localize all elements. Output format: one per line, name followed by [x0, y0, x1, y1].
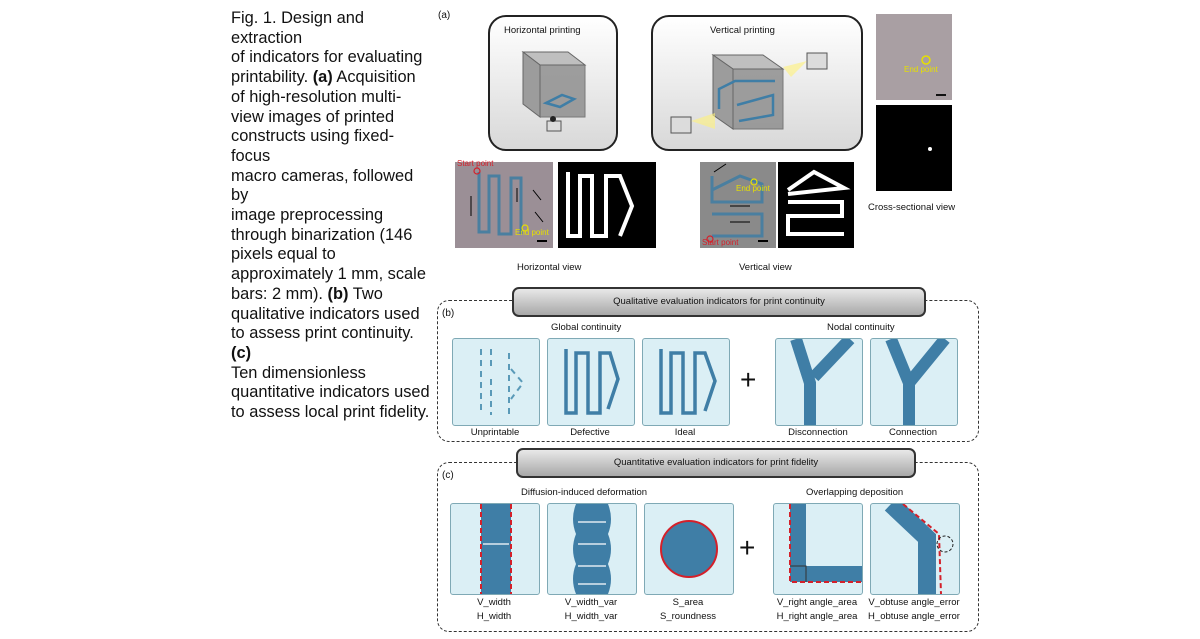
label-h-width: H_width: [476, 611, 512, 622]
horizontal-printer-illustration: Horizontal printing: [488, 15, 618, 151]
vertical-view-label: Vertical view: [739, 262, 792, 273]
horizontal-printer-cube: [521, 50, 587, 132]
label-defective: Defective: [570, 427, 610, 438]
label-s-area: S_area: [672, 597, 704, 608]
vertical-view-photo: End point Start point: [700, 162, 776, 248]
panel-c-title: Quantitative evaluation indicators for p…: [516, 448, 916, 478]
cross-section-photo: End point: [876, 14, 952, 100]
tile-obtuse-angle: [870, 503, 960, 595]
end-point-label-horizontal: End point: [515, 228, 549, 237]
tile-defective: [547, 338, 635, 426]
label-h-width-var: H_width_var: [564, 611, 618, 622]
label-ideal: Ideal: [674, 427, 696, 438]
vertical-printer-cube: [670, 52, 828, 134]
figure-panels: (a) Horizontal printing Vertical printin…: [430, 0, 990, 639]
vertical-printer-illustration: Vertical printing: [651, 15, 863, 151]
label-h-obtuse-angle: H_obtuse angle_error: [868, 611, 960, 622]
horizontal-view-binary: [558, 162, 656, 248]
overlapping-deposition-label: Overlapping deposition: [806, 487, 904, 498]
end-point-label-cross: End point: [904, 65, 938, 74]
plus-sign-c: +: [739, 532, 756, 563]
tile-connection: [870, 338, 958, 426]
panel-c-letter: (c): [442, 470, 454, 481]
global-continuity-label: Global continuity: [551, 322, 622, 333]
label-h-right-angle: H_right angle_area: [776, 611, 858, 622]
label-v-obtuse-angle: V_obtuse angle_error: [868, 597, 960, 608]
end-point-label-vertical: End point: [736, 184, 770, 193]
nodal-continuity-label: Nodal continuity: [827, 322, 895, 333]
cross-sectional-view-label: Cross-sectional view: [868, 202, 956, 213]
tile-width-var: [547, 503, 637, 595]
tile-area: [644, 503, 734, 595]
horizontal-view-label: Horizontal view: [517, 262, 582, 273]
panel-b-title: Qualitative evaluation indicators for pr…: [512, 287, 926, 317]
start-point-label-vertical: Start point: [702, 238, 739, 247]
horizontal-view-photo: Start point End point: [455, 159, 553, 248]
label-v-right-angle: V_right angle_area: [776, 597, 858, 608]
label-disconnection: Disconnection: [788, 427, 848, 438]
label-unprintable: Unprintable: [470, 427, 520, 438]
tile-ideal: [642, 338, 730, 426]
tile-right-angle: [773, 503, 863, 595]
panel-a-letter: (a): [438, 10, 451, 21]
label-s-roundness: S_roundness: [660, 611, 716, 622]
label-v-width: V_width: [477, 597, 511, 608]
figure-caption: Fig. 1. Design and extraction of indicat…: [231, 9, 430, 422]
diffusion-deformation-label: Diffusion-induced deformation: [521, 487, 648, 498]
vertical-printing-label: Vertical printing: [710, 25, 775, 36]
plus-sign-b: +: [740, 364, 757, 395]
start-point-label-horizontal: Start point: [457, 159, 494, 168]
horizontal-printing-label: Horizontal printing: [504, 25, 581, 36]
vertical-view-binary: [778, 162, 854, 248]
tile-unprintable: [452, 338, 540, 426]
panel-b-letter: (b): [442, 308, 455, 319]
cross-section-binary: [876, 105, 952, 191]
tile-width: [450, 503, 540, 595]
label-connection: Connection: [888, 427, 938, 438]
label-v-width-var: V_width_var: [564, 597, 618, 608]
tile-disconnection: [775, 338, 863, 426]
